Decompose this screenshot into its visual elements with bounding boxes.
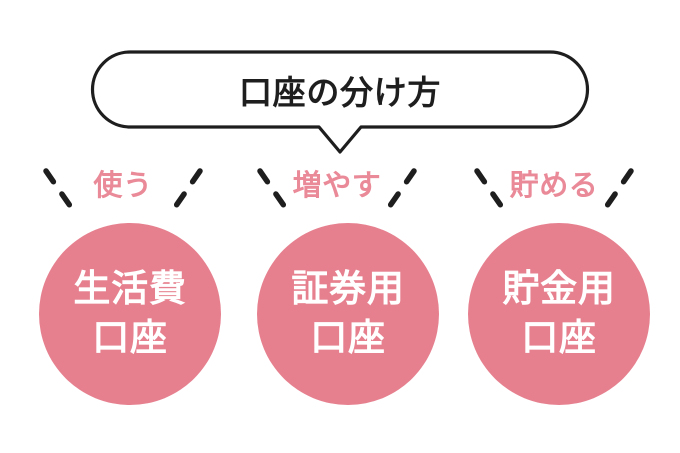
emphasis-dashes-icon <box>257 168 417 216</box>
account-name-line1: 貯金用 <box>502 268 616 310</box>
account-name-line2: 口座 <box>521 317 597 358</box>
account-circle-living-expenses: 生活費 口座 <box>39 223 221 405</box>
account-name-line2: 口座 <box>310 317 386 358</box>
account-circle-savings: 貯金用 口座 <box>468 223 650 405</box>
emphasis-dashes-icon <box>474 168 634 216</box>
action-label-save: 貯める <box>509 170 599 202</box>
account-name-line1: 生活費 <box>73 268 187 310</box>
account-name-line2: 口座 <box>92 317 168 358</box>
speech-bubble <box>90 50 590 154</box>
account-name-line1: 証券用 <box>291 268 405 310</box>
action-label-grow: 増やす <box>292 170 382 202</box>
emphasis-dashes-icon <box>43 168 203 216</box>
diagram-title: 口座の分け方 <box>239 73 441 111</box>
account-circle-securities: 証券用 口座 <box>257 223 439 405</box>
action-label-spend: 使う <box>93 170 153 202</box>
speech-bubble-outline <box>90 50 590 154</box>
